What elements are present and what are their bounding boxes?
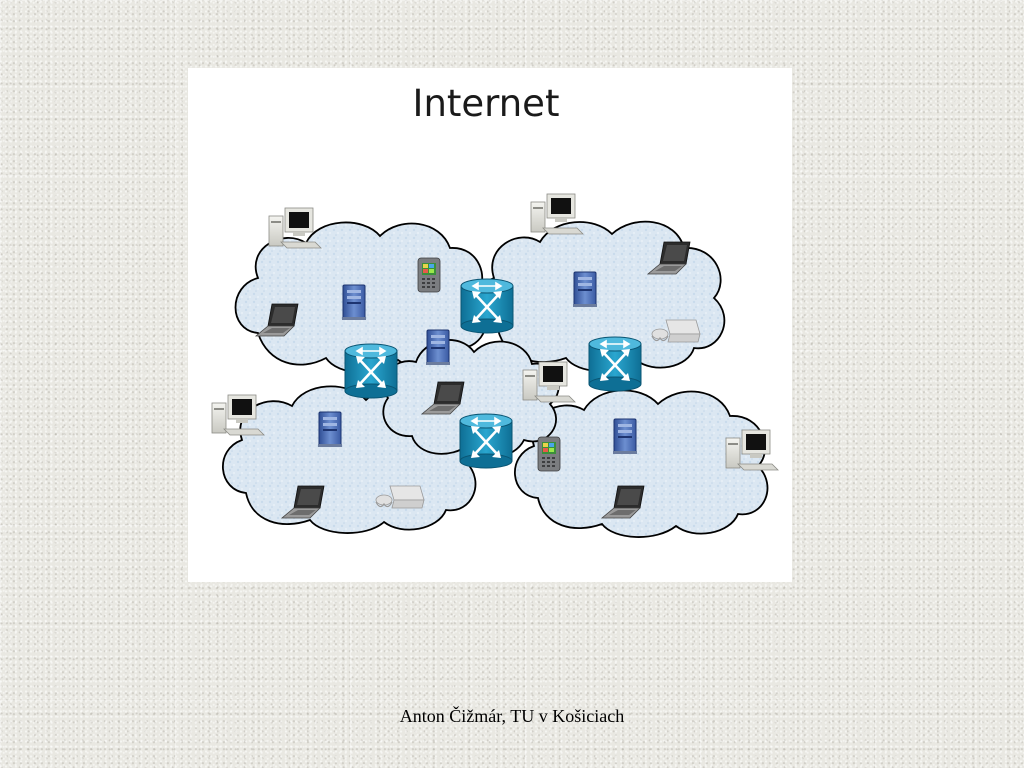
router-icon [587, 335, 643, 393]
pda-icon [417, 257, 441, 293]
footer-author: Anton Čižmár, TU v Košiciach [399, 706, 625, 726]
pda-icon [537, 436, 561, 472]
router-icon [343, 342, 399, 400]
server-icon [612, 418, 638, 455]
router-icon [459, 277, 515, 335]
server-icon [341, 284, 367, 321]
desktop-computer-icon [530, 193, 584, 235]
diagram-title: Internet [413, 82, 560, 125]
internet-diagram: Internet [211, 82, 779, 538]
server-icon [572, 271, 598, 308]
server-icon [425, 329, 451, 366]
desktop-computer-icon [211, 394, 265, 436]
desktop-computer-icon [268, 207, 322, 249]
router-icon [458, 412, 514, 470]
diagram-panel: Internet [188, 68, 792, 582]
server-icon [317, 411, 343, 448]
